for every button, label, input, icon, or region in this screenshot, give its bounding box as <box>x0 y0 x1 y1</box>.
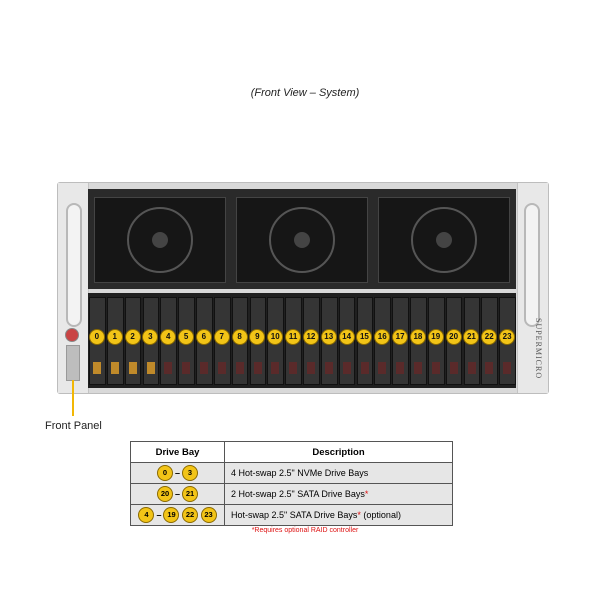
drive-latch-icon <box>485 362 494 374</box>
drive-bay-legend: Drive Bay Description 0–3 4 Hot-swap 2.5… <box>130 441 453 526</box>
legend-header-desc: Description <box>224 441 453 463</box>
bay-number-label: 23 <box>499 329 516 345</box>
drive-latch-icon <box>110 362 119 374</box>
drive-latch-icon <box>360 362 369 374</box>
fan-module-2 <box>236 197 368 283</box>
drive-latch-icon <box>289 362 298 374</box>
bay-number-label: 21 <box>463 329 480 345</box>
bay-number-label: 15 <box>356 329 373 345</box>
figure-caption: (Front View – System) <box>250 87 360 99</box>
drive-latch-icon <box>146 362 155 374</box>
bay-number-label: 7 <box>213 329 230 345</box>
legend-row: 0–3 4 Hot-swap 2.5" NVMe Drive Bays <box>130 462 453 484</box>
drive-latch-icon <box>128 362 137 374</box>
drive-latch-icon <box>217 362 226 374</box>
front-panel-pointer <box>72 380 74 416</box>
bay-number-label: 16 <box>374 329 391 345</box>
legend-description: 2 Hot-swap 2.5" SATA Drive Bays* <box>224 483 453 505</box>
right-handle <box>524 203 540 327</box>
drive-latch-icon <box>503 362 512 374</box>
legend-bay-range: 0–3 <box>130 462 225 484</box>
bay-number-icon: 21 <box>182 486 198 502</box>
drive-latch-icon <box>182 362 191 374</box>
drive-latch-icon <box>200 362 208 374</box>
bay-number-icon: 0 <box>156 465 173 481</box>
bay-number-label: 6 <box>195 329 212 345</box>
drive-latch-icon <box>342 362 351 374</box>
drive-latch-icon <box>235 362 244 374</box>
bay-number-icon: 23 <box>200 507 217 523</box>
legend-row: 20–21 2 Hot-swap 2.5" SATA Drive Bays* <box>130 483 453 505</box>
front-panel-label: Front Panel <box>45 420 102 432</box>
bay-number-label: 5 <box>178 329 195 345</box>
raid-note: *Requires optional RAID controller <box>251 527 359 534</box>
front-panel-controls <box>66 345 80 381</box>
bay-number-icon: 19 <box>163 507 180 523</box>
bay-number-label: 0 <box>88 329 105 345</box>
bay-number-icon: 22 <box>182 507 198 523</box>
bay-number-label: 14 <box>338 329 355 345</box>
legend-description: Hot-swap 2.5" SATA Drive Bays* (optional… <box>224 504 453 526</box>
drive-latch-icon <box>164 362 173 374</box>
bay-number-label: 8 <box>231 329 248 345</box>
bay-number-label: 20 <box>445 329 462 345</box>
drive-latch-icon <box>253 362 262 374</box>
bay-number-label: 13 <box>320 329 337 345</box>
bay-number-label: 1 <box>106 329 123 345</box>
bay-number-label: 10 <box>267 329 284 345</box>
fan-module-3 <box>378 197 510 283</box>
legend-description: 4 Hot-swap 2.5" NVMe Drive Bays <box>224 462 453 484</box>
drive-latch-icon <box>431 362 440 374</box>
fan-bay <box>88 189 516 289</box>
left-handle <box>66 203 82 327</box>
legend-bay-range: 20–21 <box>130 483 225 505</box>
drive-latch-icon <box>449 362 458 374</box>
bay-number-icon: 20 <box>156 486 173 502</box>
drive-latch-icon <box>467 362 476 374</box>
drive-latch-icon <box>93 362 101 374</box>
bay-number-icon: 3 <box>182 465 198 481</box>
drive-latch-icon <box>324 362 333 374</box>
left-rack-ear <box>58 183 89 393</box>
legend-bay-range: 4–19 22 23 <box>130 504 225 526</box>
drive-latch-icon <box>307 362 315 374</box>
legend-header-bay: Drive Bay <box>130 441 225 463</box>
bay-number-label: 2 <box>124 329 141 345</box>
right-rack-ear: SUPERMICRO <box>517 183 548 393</box>
legend-row: 4–19 22 23 Hot-swap 2.5" SATA Drive Bays… <box>130 504 453 526</box>
bay-number-icon: 4 <box>138 507 155 523</box>
bay-number-label: 11 <box>285 329 302 345</box>
drive-latch-icon <box>271 362 280 374</box>
bay-number-label: 22 <box>481 329 498 345</box>
drive-latch-icon <box>396 362 405 374</box>
bay-number-label: 17 <box>392 329 409 345</box>
bay-number-label: 12 <box>302 329 319 345</box>
drive-latch-icon <box>414 362 422 374</box>
bay-number-label: 18 <box>409 329 426 345</box>
power-button-icon <box>65 328 79 342</box>
bay-number-label: 19 <box>427 329 444 345</box>
bay-number-label: 9 <box>249 329 266 345</box>
bay-number-label: 4 <box>160 329 177 345</box>
brand-logo: SUPERMICRO <box>534 318 543 380</box>
fan-module-1 <box>94 197 226 283</box>
drive-latch-icon <box>378 362 387 374</box>
bay-number-label: 3 <box>142 329 159 345</box>
